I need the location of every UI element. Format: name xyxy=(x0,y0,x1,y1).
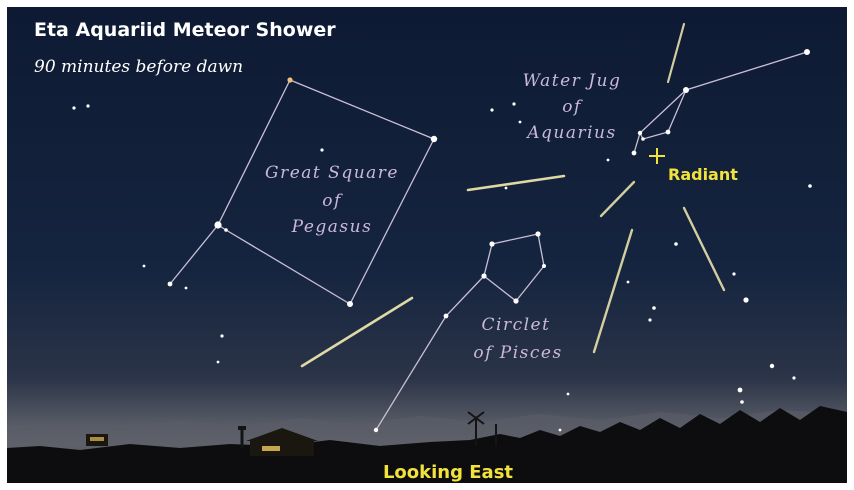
star xyxy=(792,376,796,380)
star xyxy=(347,301,353,307)
star xyxy=(72,106,76,110)
star xyxy=(743,297,749,303)
star xyxy=(566,392,570,396)
star xyxy=(652,306,656,310)
map-subtitle: 90 minutes before dawn xyxy=(34,57,243,77)
star xyxy=(184,286,188,290)
star xyxy=(637,130,643,136)
star xyxy=(430,135,438,143)
circlet-label-line2: of Pisces xyxy=(473,343,562,363)
star xyxy=(641,137,645,141)
great-square-label-line1: Great Square xyxy=(265,163,399,183)
star xyxy=(216,360,220,364)
star-field xyxy=(72,49,812,433)
star xyxy=(665,129,671,135)
star xyxy=(86,104,90,108)
star xyxy=(220,334,224,338)
star xyxy=(648,318,652,322)
great-square-of-pegasus-lines xyxy=(169,79,435,305)
star xyxy=(518,120,522,124)
star xyxy=(626,280,630,284)
meteor xyxy=(599,180,636,218)
star xyxy=(443,313,449,319)
water-jug-label-line1: Water Jug xyxy=(523,71,622,91)
star xyxy=(373,427,379,433)
star xyxy=(320,148,324,152)
house-silhouette xyxy=(246,428,318,456)
circlet-label-line1: Circlet xyxy=(482,315,551,335)
tower-silhouette xyxy=(238,426,246,448)
star xyxy=(142,264,146,268)
meteor xyxy=(666,22,686,84)
star xyxy=(804,49,810,55)
radiant-marker xyxy=(649,148,665,164)
meteor xyxy=(300,296,414,368)
map-title: Eta Aquariid Meteor Shower xyxy=(34,19,336,41)
star xyxy=(631,150,637,156)
water-jug-label-line2: of xyxy=(562,97,583,117)
star xyxy=(167,281,173,287)
treeline-silhouette xyxy=(7,406,847,483)
star xyxy=(606,158,610,162)
star xyxy=(513,298,519,304)
star xyxy=(740,400,744,404)
star xyxy=(481,273,487,279)
star xyxy=(808,184,812,188)
star xyxy=(490,108,494,112)
sky-background xyxy=(7,7,847,483)
water-jug-of-aquarius-lines xyxy=(633,51,808,154)
meteor xyxy=(682,206,726,292)
radiant-label: Radiant xyxy=(668,165,738,184)
star xyxy=(504,186,508,190)
star xyxy=(287,77,293,83)
meteor xyxy=(592,228,634,354)
star xyxy=(224,228,228,232)
great-square-label-line2: of xyxy=(322,191,343,211)
barn-silhouette xyxy=(86,434,108,446)
meteor-streaks xyxy=(300,22,726,368)
water-jug-label-line3: Aquarius xyxy=(525,123,616,143)
great-square-label-line3: Pegasus xyxy=(291,217,373,237)
star xyxy=(737,387,743,393)
star xyxy=(489,241,495,247)
windmill-silhouette xyxy=(467,411,497,446)
star xyxy=(542,264,546,268)
looking-east-label: Looking East xyxy=(383,462,513,483)
star xyxy=(535,231,541,237)
star xyxy=(683,87,689,93)
meteor xyxy=(466,174,566,192)
star xyxy=(674,242,678,246)
star xyxy=(558,428,562,432)
star xyxy=(214,221,222,229)
star xyxy=(732,272,736,276)
star xyxy=(512,102,516,106)
star xyxy=(769,363,775,369)
